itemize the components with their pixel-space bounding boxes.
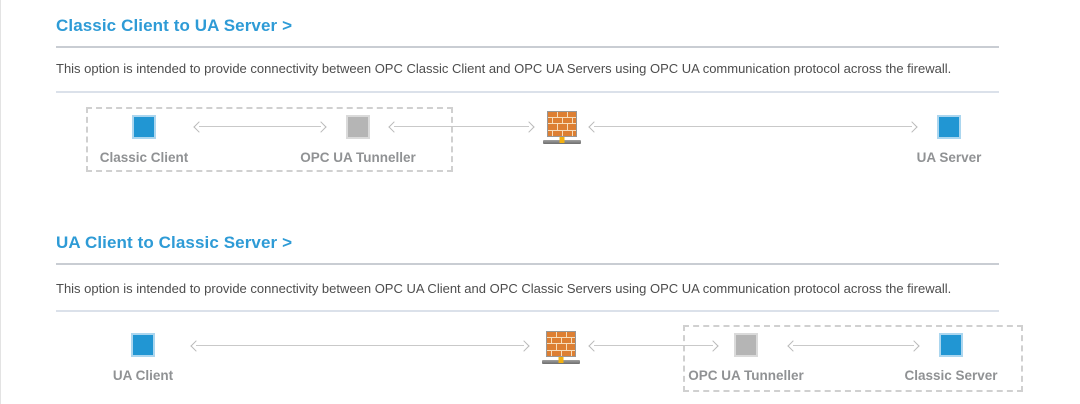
divider: [56, 46, 999, 48]
connection-arrow: [589, 339, 718, 353]
node-label: OPC UA Tunneller: [688, 368, 804, 383]
divider: [56, 310, 999, 312]
node-label: UA Client: [112, 368, 174, 383]
divider: [56, 91, 999, 93]
section-heading-classic-client-to-ua-server[interactable]: Classic Client to UA Server >: [56, 16, 293, 35]
firewall-connector-dot: [558, 357, 564, 363]
connection-arrow: [788, 339, 919, 353]
client-square-icon: [131, 333, 155, 357]
ua-server-node: UA Server: [869, 115, 1029, 165]
node-label: Classic Server: [904, 368, 998, 383]
ua-client-node: UA Client: [63, 333, 223, 383]
tunneller-group-box: [86, 107, 453, 172]
classic-client-node: Classic Client: [64, 115, 224, 165]
server-square-icon: [937, 115, 961, 139]
connection-arrow: [194, 120, 326, 134]
connection-arrow: [589, 120, 917, 134]
node-label: UA Server: [916, 150, 982, 165]
node-label: OPC UA Tunneller: [300, 150, 416, 165]
firewall-brick-wall-icon: [546, 331, 576, 357]
node-label: Classic Client: [99, 150, 189, 165]
classic-server-node: Classic Server: [871, 333, 1031, 383]
connection-arrow: [191, 339, 529, 353]
diagram-ua-client-to-classic-server: UA Client: [1, 318, 1080, 404]
section-description: This option is intended to provide conne…: [56, 281, 952, 296]
opc-ua-tunneller-node: OPC UA Tunneller: [278, 115, 438, 165]
connection-arrow: [389, 120, 534, 134]
client-square-icon: [132, 115, 156, 139]
firewall-icon: [542, 331, 580, 364]
tunneller-group-box: [683, 325, 1023, 392]
diagram-classic-client-to-ua-server: Classic Client OPC UA Tunneller: [1, 100, 1080, 192]
server-square-icon: [939, 333, 963, 357]
divider: [56, 263, 999, 265]
firewall-connector-dot: [559, 137, 565, 143]
tunneller-square-icon: [346, 115, 370, 139]
opc-ua-tunneller-node: OPC UA Tunneller: [666, 333, 826, 383]
firewall-brick-wall-icon: [547, 111, 577, 137]
firewall-icon: [543, 111, 581, 144]
section-heading-ua-client-to-classic-server[interactable]: UA Client to Classic Server >: [56, 233, 293, 252]
section-description: This option is intended to provide conne…: [56, 61, 952, 76]
tunneller-square-icon: [734, 333, 758, 357]
